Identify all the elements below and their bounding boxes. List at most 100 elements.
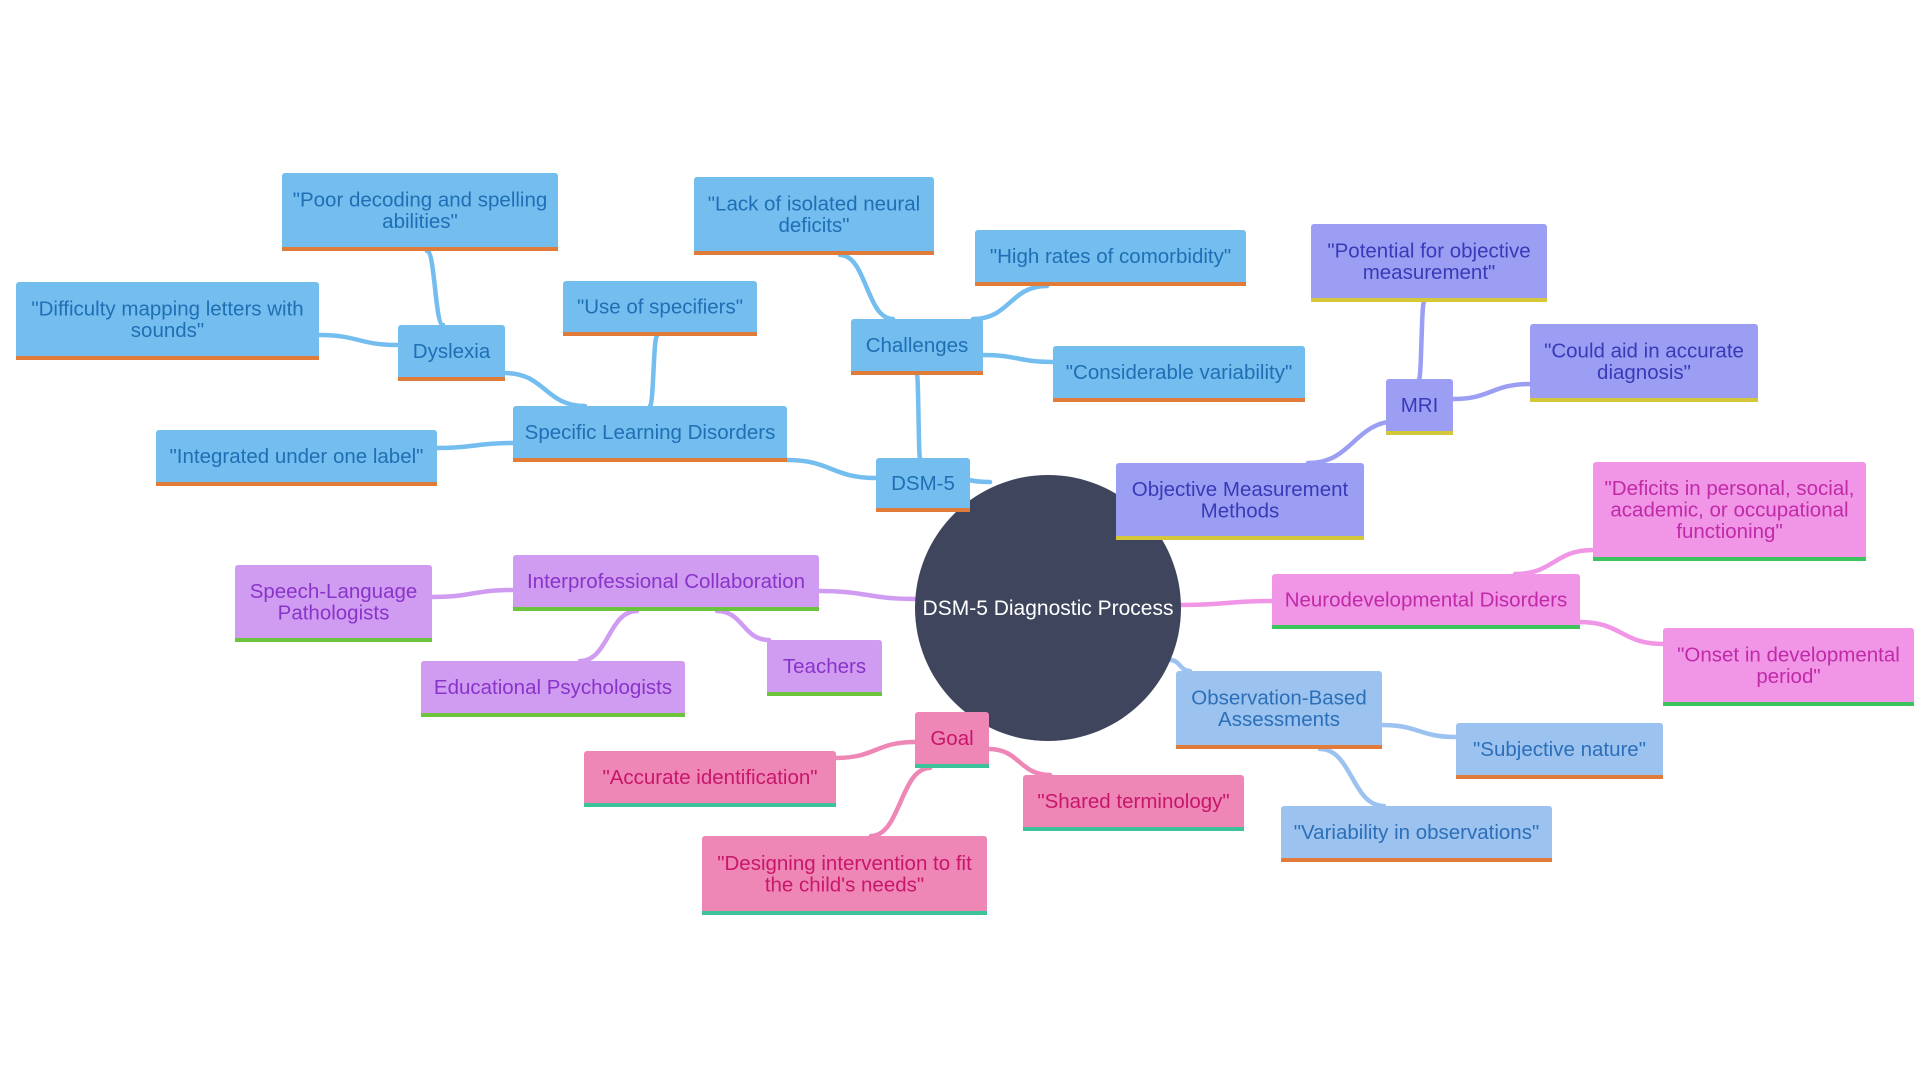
node-underline <box>513 607 819 611</box>
node-label: "Subjective nature" <box>1473 738 1646 761</box>
node-box <box>16 282 319 360</box>
node-label-line: "Subjective nature" <box>1473 738 1646 761</box>
node-sld[interactable]: Specific Learning Disorders <box>513 406 787 462</box>
node-variability[interactable]: "Considerable variability" <box>1053 346 1305 402</box>
node-underline <box>767 692 882 696</box>
node-label-line: measurement" <box>1363 261 1496 284</box>
edge-dsm5-sld <box>784 457 879 481</box>
node-box <box>513 555 819 611</box>
node-comorbidity[interactable]: "High rates of comorbidity" <box>975 230 1246 286</box>
node-goal[interactable]: Goal <box>915 712 989 768</box>
node-label-line: "Difficulty mapping letters with <box>31 297 303 320</box>
node-box <box>851 319 983 375</box>
node-box <box>702 836 987 915</box>
node-varobs[interactable]: "Variability in observations" <box>1281 806 1552 862</box>
edge-oba-subjective <box>1379 722 1459 740</box>
node-dsm5[interactable]: DSM-5 <box>876 458 970 512</box>
node-label: "Variability in observations" <box>1294 821 1539 844</box>
node-label-line: the child's needs" <box>765 873 924 896</box>
edge-goal-accurate <box>833 739 918 761</box>
edge-goal-designing <box>868 765 933 839</box>
edge-mri-potential <box>1416 299 1427 382</box>
node-underline <box>421 713 685 717</box>
node-underline <box>1386 431 1453 435</box>
node-label: "Integrated under one label" <box>170 445 424 468</box>
root-label: DSM-5 Diagnostic Process <box>923 597 1174 620</box>
edge-challenges-comorbidity <box>970 283 1050 322</box>
node-specifiers[interactable]: "Use of specifiers" <box>563 281 757 336</box>
node-underline <box>702 911 987 915</box>
node-box <box>421 661 685 717</box>
node-integrated[interactable]: "Integrated under one label" <box>156 430 437 486</box>
node-underline <box>1053 398 1305 402</box>
node-accurate[interactable]: "Accurate identification" <box>584 751 836 807</box>
node-box <box>1386 379 1453 435</box>
node-label-line: deficits" <box>778 214 849 237</box>
node-subjective[interactable]: "Subjective nature" <box>1456 723 1663 779</box>
node-ipc[interactable]: Interprofessional Collaboration <box>513 555 819 611</box>
node-shared[interactable]: "Shared terminology" <box>1023 775 1244 831</box>
node-label-line: "Lack of isolated neural <box>708 192 920 215</box>
node-box <box>513 406 787 462</box>
node-underline <box>156 482 437 486</box>
node-label-line: academic, or occupational <box>1610 499 1848 522</box>
node-teachers[interactable]: Teachers <box>767 640 882 696</box>
node-label-line: Dyslexia <box>413 340 491 363</box>
node-label-line: "Considerable variability" <box>1066 361 1293 384</box>
node-deficits[interactable]: "Deficits in personal, social,academic, … <box>1593 462 1866 561</box>
node-box <box>975 230 1246 286</box>
node-box <box>1023 775 1244 831</box>
edge-sld-dyslexia <box>502 370 588 409</box>
edge-root-ipc <box>816 588 919 602</box>
edge-ipc-slp <box>429 587 516 600</box>
node-label-line: Neurodevelopmental Disorders <box>1285 589 1568 612</box>
node-label-line: Observation-Based <box>1191 686 1366 709</box>
node-underline <box>1272 625 1580 629</box>
node-label: "Considerable variability" <box>1066 361 1293 384</box>
node-dyslexia[interactable]: Dyslexia <box>398 325 505 381</box>
node-box <box>1272 574 1580 629</box>
node-label: DSM-5 <box>891 472 955 495</box>
node-ndd[interactable]: Neurodevelopmental Disorders <box>1272 574 1580 629</box>
edge-omm-mri <box>1305 418 1402 466</box>
edge-oba-varobs <box>1317 746 1387 809</box>
edge-dsm5-challenges <box>914 372 923 461</box>
root-node[interactable]: DSM-5 Diagnostic Process <box>915 475 1181 741</box>
node-label: "Accurate identification" <box>602 766 817 789</box>
node-label-line: "High rates of comorbidity" <box>990 245 1231 268</box>
node-box <box>156 430 437 486</box>
edge-root-ndd <box>1178 598 1275 608</box>
node-underline <box>398 377 505 381</box>
node-mri[interactable]: MRI <box>1386 379 1453 435</box>
node-box <box>876 458 970 512</box>
node-label: "High rates of comorbidity" <box>990 245 1231 268</box>
node-box <box>1053 346 1305 402</box>
node-edpsych[interactable]: Educational Psychologists <box>421 661 685 717</box>
edge-ndd-deficits <box>1512 547 1596 577</box>
edge-dyslexia-difficulty <box>316 332 401 348</box>
node-challenges[interactable]: Challenges <box>851 319 983 375</box>
node-underline <box>282 247 558 251</box>
node-label-line: Educational Psychologists <box>434 676 672 699</box>
node-label: Challenges <box>866 334 969 357</box>
edge-dyslexia-poor <box>424 248 446 328</box>
edge-ipc-teachers <box>714 608 772 643</box>
node-label: MRI <box>1401 394 1439 417</box>
node-label: Dyslexia <box>413 340 491 363</box>
node-underline <box>1663 702 1914 706</box>
node-label-line: "Poor decoding and spelling <box>293 188 548 211</box>
